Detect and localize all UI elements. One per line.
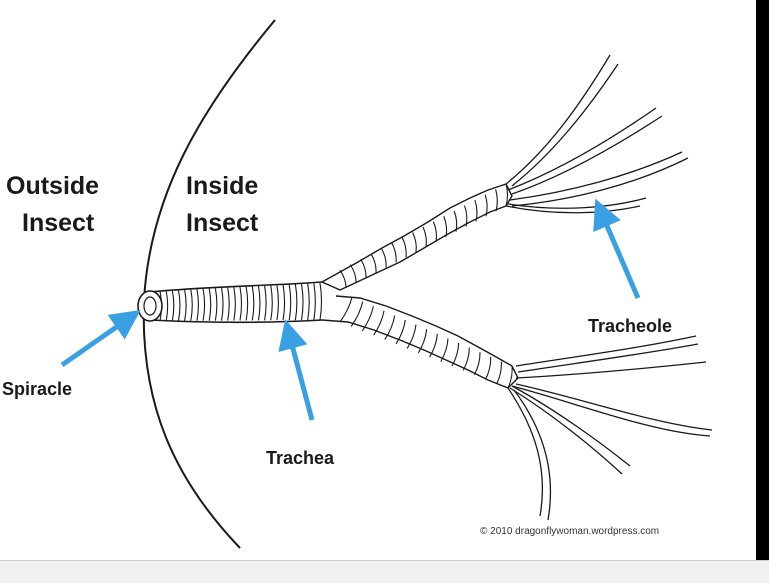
trachea-ring (451, 342, 460, 367)
trachea-ring (349, 264, 357, 283)
trachea-ring (264, 285, 267, 321)
tracheole-label: Tracheole (588, 316, 673, 336)
lower-trachea-branch (321, 295, 519, 389)
trachea-ring (453, 210, 458, 232)
trachea-ring (300, 283, 304, 321)
trachea-ring (202, 288, 206, 321)
trachea-ring (406, 324, 417, 349)
trachea-ring (171, 290, 175, 322)
trachea-ring (474, 199, 478, 222)
trachea-ring (495, 189, 498, 212)
trachea-ring (443, 216, 448, 237)
lower-tracheoles (507, 335, 713, 521)
spiracle-opening (137, 290, 163, 322)
trachea-ring (401, 237, 407, 258)
trachea-ring (360, 258, 367, 278)
copyright-notice: © 2010 dragonflywoman.wordpress.com (480, 526, 660, 537)
trachea-ring (177, 289, 181, 321)
trachea-ring (165, 290, 169, 322)
trachea-ring (184, 289, 187, 321)
trachea-ring (313, 283, 316, 321)
upper-tracheoles (505, 54, 689, 214)
trachea-ring (245, 286, 249, 321)
outside-insect-label: Outside Insect (6, 168, 99, 242)
inside-insect-label: Inside Insect (186, 168, 258, 242)
outside-label-line1: Outside (6, 172, 100, 200)
outside-label-line2: Insect (22, 209, 95, 237)
trachea-ring (485, 356, 492, 380)
trachea-ring (307, 283, 310, 321)
trachea-ring (251, 286, 255, 321)
trachea-ring (507, 365, 513, 389)
upper-trachea-branch (321, 183, 513, 291)
trachea-ring (276, 285, 279, 321)
trachea-ring (294, 284, 298, 321)
tracheole-arrow (593, 198, 641, 299)
trachea-ring (391, 242, 397, 263)
trachea-ring (462, 347, 470, 371)
trachea-ring (417, 329, 428, 354)
trachea-arrow (278, 319, 315, 421)
trachea-ring (373, 310, 385, 336)
trachea-ring (288, 284, 292, 321)
trachea-ring (429, 333, 438, 358)
trachea-ring (257, 285, 261, 321)
trachea-ring (270, 285, 273, 321)
trachea-ring (395, 319, 406, 345)
trachea-ring (190, 289, 193, 321)
inside-label-line1: Inside (186, 172, 259, 200)
spiracle-label: Spiracle (2, 379, 73, 399)
trachea-ring (361, 306, 374, 332)
trachea-ring (339, 269, 347, 289)
trachea-ring (370, 253, 377, 273)
trachea-ring (463, 205, 468, 227)
trachea-ring (384, 315, 396, 340)
trachea-ring (214, 288, 218, 321)
bottom-strip (0, 560, 769, 583)
right-edge-bar (756, 0, 769, 560)
trachea-ring (282, 284, 286, 321)
trachea-ring (432, 221, 438, 242)
body-wall-line (142, 19, 276, 549)
trachea-ring (381, 248, 387, 268)
trachea-ring (233, 287, 236, 321)
trachea-ring (319, 282, 323, 321)
trachea-ring (220, 287, 224, 321)
trachea-ring (496, 361, 502, 384)
spiracle-arrow (60, 309, 141, 368)
trachea-ring (227, 287, 230, 321)
trachea-ring (339, 296, 353, 323)
trachea-ring (484, 194, 488, 217)
trachea-ring (196, 289, 199, 321)
trachea-ring (350, 301, 364, 327)
main-trachea-trunk (137, 281, 323, 324)
trachea-ring (473, 352, 481, 376)
trachea-ring (440, 338, 449, 362)
inside-label-line2: Insect (186, 209, 259, 237)
trachea-ring (239, 286, 243, 321)
trachea-ring (412, 232, 417, 253)
trachea-label: Trachea (266, 448, 335, 468)
trachea-ring (422, 226, 427, 248)
trachea-ring (208, 288, 212, 321)
